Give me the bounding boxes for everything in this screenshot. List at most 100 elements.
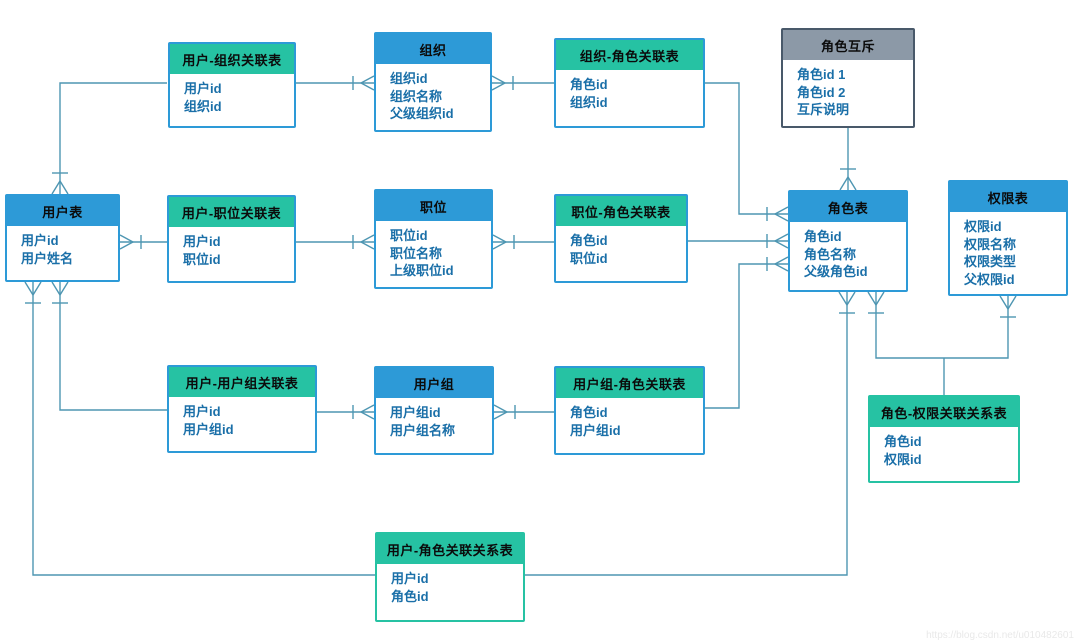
connector-userorg-org <box>296 75 375 91</box>
connector-pos-posrole <box>492 234 554 250</box>
field-list: 角色id 职位id <box>556 226 686 271</box>
table-header: 角色-权限关联关系表 <box>870 397 1018 427</box>
field-list: 用户id 用户姓名 <box>7 226 118 271</box>
crowfoot-icon <box>359 404 375 420</box>
crowfoot-icon <box>838 291 856 307</box>
table-header: 角色表 <box>790 192 906 222</box>
field: 角色名称 <box>804 246 857 262</box>
table-header: 职位-角色关联表 <box>556 196 686 226</box>
crowfoot-icon <box>359 234 375 250</box>
table-org-role-assoc: 组织-角色关联表 角色id 组织id <box>554 38 705 128</box>
watermark: https://blog.csdn.net/u010482601 <box>926 630 1074 641</box>
connector-orgrole-role <box>705 82 789 222</box>
field-list: 组织id 组织名称 父级组织id <box>376 64 490 127</box>
table-header: 用户-职位关联表 <box>169 197 294 227</box>
field: 角色id 2 <box>797 84 846 100</box>
crowfoot-icon <box>491 75 507 91</box>
field: 角色id <box>570 77 608 92</box>
table-header: 角色互斥 <box>783 30 913 60</box>
field: 用户id <box>391 571 429 586</box>
table-role: 角色表 角色id 角色名称 父级角色id <box>788 190 908 292</box>
connector-org-orgrole <box>491 75 554 91</box>
field: 角色id <box>570 405 608 420</box>
table-header: 用户-组织关联表 <box>170 44 294 74</box>
table-header: 职位 <box>376 191 491 221</box>
connector-user-userpos <box>119 234 167 250</box>
table-user-role-relation: 用户-角色关联关系表 用户id 角色id <box>375 532 525 622</box>
table-header: 权限表 <box>950 182 1066 212</box>
crowfoot-icon <box>24 281 42 297</box>
field: 用户id <box>183 234 221 249</box>
connector-usergroupassoc-usergroup <box>317 404 375 420</box>
crowfoot-icon <box>493 404 509 420</box>
field-list: 用户组id 用户组名称 <box>376 398 492 443</box>
crowfoot-icon <box>51 281 69 297</box>
crowfoot-icon <box>773 233 789 249</box>
field: 职位id <box>570 250 608 266</box>
field: 互斥说明 <box>797 102 850 117</box>
table-role-perm-relation: 角色-权限关联关系表 角色id 权限id <box>868 395 1020 483</box>
table-pos: 职位 职位id 职位名称 上级职位id <box>374 189 493 289</box>
table-usergroup-role-assoc: 用户组-角色关联表 角色id 用户组id <box>554 366 705 455</box>
field: 职位名称 <box>390 245 443 261</box>
connector-role-userrole <box>525 291 856 576</box>
table-header: 用户组 <box>376 368 492 398</box>
table-pos-role-assoc: 职位-角色关联表 角色id 职位id <box>554 194 688 283</box>
table-role-exclusion: 角色互斥 角色id 1 角色id 2 互斥说明 <box>781 28 915 128</box>
field: 角色id <box>570 233 608 248</box>
field-list: 权限id 权限名称 权限类型 父权限id <box>950 212 1066 292</box>
crowfoot-icon <box>119 234 135 250</box>
field: 用户组id <box>570 422 621 438</box>
table-header: 用户-角色关联关系表 <box>377 534 523 564</box>
connector-userpos-pos <box>296 234 375 250</box>
field: 职位id <box>183 251 221 267</box>
table-usergroup: 用户组 用户组id 用户组名称 <box>374 366 494 455</box>
field: 用户id <box>184 81 222 96</box>
field: 组织名称 <box>390 88 443 104</box>
connector-grouprole-role <box>705 256 789 409</box>
table-header: 用户-用户组关联表 <box>169 367 315 397</box>
crowfoot-icon <box>773 256 789 272</box>
table-header: 用户组-角色关联表 <box>556 368 703 398</box>
field: 组织id <box>570 94 608 110</box>
field: 权限id <box>964 219 1002 234</box>
field: 用户组名称 <box>390 422 456 438</box>
table-user: 用户表 用户id 用户姓名 <box>5 194 120 282</box>
connector-user-usergroupassoc <box>51 281 167 411</box>
table-perm: 权限表 权限id 权限名称 权限类型 父权限id <box>948 180 1068 296</box>
crowfoot-icon <box>999 295 1017 311</box>
field: 角色id <box>391 588 429 604</box>
field: 组织id <box>390 71 428 86</box>
field: 权限名称 <box>964 236 1017 252</box>
field: 权限类型 <box>964 254 1017 269</box>
table-header: 用户表 <box>7 196 118 226</box>
crowfoot-icon <box>867 291 885 307</box>
field: 父权限id <box>964 271 1015 287</box>
field-list: 角色id 用户组id <box>556 398 703 443</box>
field-list: 角色id 权限id <box>870 427 1018 472</box>
table-org: 组织 组织id 组织名称 父级组织id <box>374 32 492 132</box>
field: 父级组织id <box>390 106 454 121</box>
field: 角色id <box>804 229 842 244</box>
field: 权限id <box>884 451 922 467</box>
field-list: 角色id 组织id <box>556 70 703 115</box>
connector-role-perm-roleperm <box>867 291 1017 395</box>
field-list: 角色id 角色名称 父级角色id <box>790 222 906 285</box>
field: 用户id <box>21 233 59 248</box>
field: 父级角色id <box>804 264 868 279</box>
crowfoot-icon <box>359 75 375 91</box>
field: 职位id <box>390 228 428 243</box>
crowfoot-icon <box>773 206 789 222</box>
field: 角色id 1 <box>797 67 846 82</box>
field-list: 用户id 职位id <box>169 227 294 272</box>
field-list: 职位id 职位名称 上级职位id <box>376 221 491 284</box>
field: 用户id <box>183 404 221 419</box>
connector-user-userorg <box>51 82 167 195</box>
crowfoot-icon <box>492 234 508 250</box>
field: 角色id <box>884 434 922 449</box>
field: 用户组id <box>183 421 234 437</box>
connector-posrole-role <box>688 233 789 249</box>
connector-roleexcl-role <box>839 128 857 191</box>
